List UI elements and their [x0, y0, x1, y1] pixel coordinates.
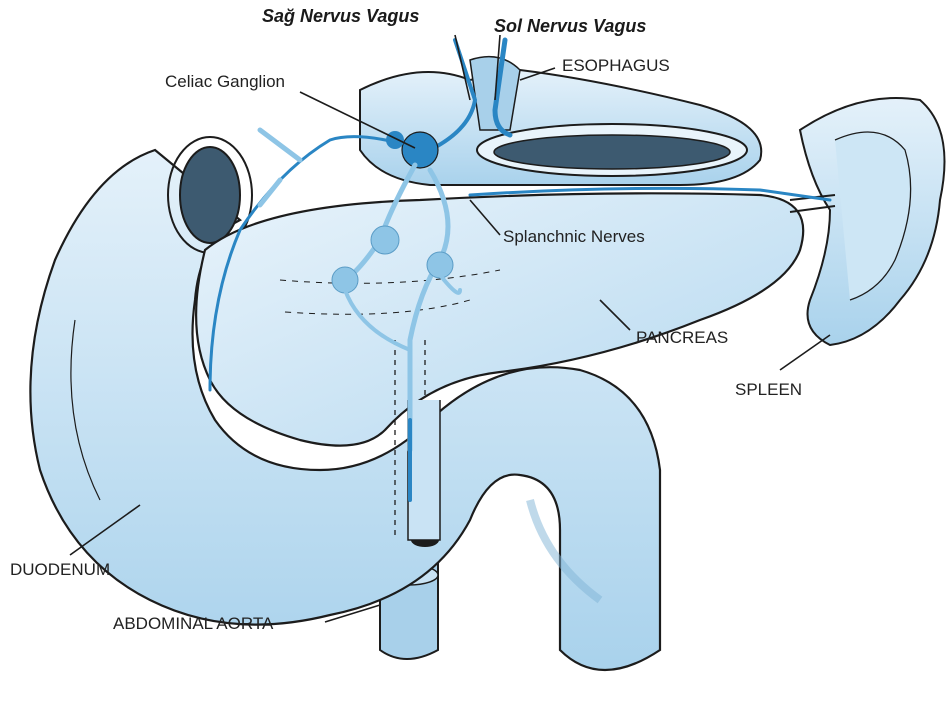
label-spleen: SPLEEN [735, 380, 802, 400]
label-pancreas: PANCREAS [636, 328, 728, 348]
label-celiac-ganglion: Celiac Ganglion [165, 72, 285, 92]
spleen [800, 98, 945, 345]
label-sol-nervus-vagus: Sol Nervus Vagus [494, 16, 646, 37]
label-duodenum: DUODENUM [10, 560, 110, 580]
leader-spleen [780, 335, 830, 370]
label-abdominal-aorta: ABDOMINAL AORTA [113, 614, 273, 634]
label-esophagus: ESOPHAGUS [562, 56, 670, 76]
label-sag-nervus-vagus: Sağ Nervus Vagus [262, 6, 419, 27]
label-splanchnic-nerves: Splanchnic Nerves [503, 227, 645, 247]
